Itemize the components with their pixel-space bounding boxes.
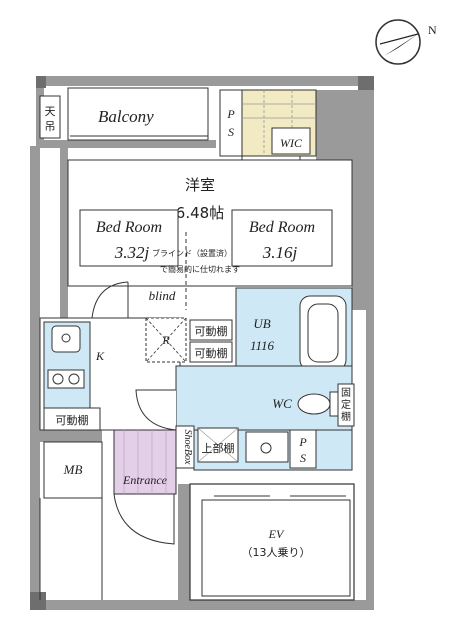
blind-label: blind [149,288,176,303]
wc-label: WC [272,396,292,411]
wc: WC [135,365,353,431]
svg-text:定: 定 [341,398,351,411]
entrance-door-swing [113,493,175,545]
bedroom-door-swing [91,281,129,319]
meter-box: MB [43,441,103,499]
ub-label: UB [253,316,270,331]
ev-label: EV [268,527,285,541]
r-mark: R [145,317,187,363]
ceiling-storage: 天 吊 [39,95,61,139]
movable-shelf-3: 可動棚 [43,407,101,431]
bed-room-2: Bed Room 3.16j [231,209,333,267]
ev-capacity: （13人乗り） [242,546,311,559]
outer-walls-thick [30,76,374,610]
compass: N [375,19,437,65]
entrance: Entrance [113,429,177,545]
bathtub-icon [299,295,347,371]
bed-room-1-size: 3.32j [114,243,150,262]
balcony: Balcony [67,87,209,141]
elevator: EV （13人乗り） [189,483,355,601]
ceiling-storage-label-1: 天 [45,105,56,118]
shoe-box-label: ShoeBox [182,430,193,466]
ceiling-storage-label-2: 吊 [45,120,56,133]
wic: WIC [241,89,317,157]
western-room-name: 洋室 [185,176,215,194]
mb-label: MB [63,462,83,477]
svg-text:可動棚: 可動棚 [56,413,89,427]
compass-needle-icon [384,34,418,56]
bed-room-1-name: Bed Room [96,219,162,236]
ps-bottom: P S [289,429,317,469]
svg-text:棚: 棚 [341,410,351,423]
western-room-size: 6.48帖 [176,204,224,222]
svg-text:可動棚: 可動棚 [195,324,228,338]
toilet-icon [297,393,331,415]
svg-text:P: P [298,435,307,449]
wic-label: WIC [280,136,303,150]
outer-walls [30,76,374,610]
blind-note-2: で簡易的に仕切れます [160,264,240,274]
movable-shelf-2: 可動棚 [189,341,233,363]
svg-text:S: S [228,125,234,139]
compass-ring [375,19,421,65]
compass-axis [379,33,419,45]
svg-text:可動棚: 可動棚 [195,346,228,360]
movable-shelf-1: 可動棚 [189,319,233,341]
ps-top: P S [219,89,243,157]
balcony-label: Balcony [98,107,154,126]
compass-north-label: N [428,23,437,37]
svg-text:S: S [300,451,306,465]
shoe-box: ShoeBox [175,425,195,469]
entrance-label: Entrance [122,473,168,487]
wc-door-swing [135,389,177,431]
ub-size: 1116 [250,338,275,353]
svg-text:P: P [226,107,235,121]
svg-text:固: 固 [341,387,351,399]
washroom: 上部棚 [193,427,353,471]
upper-shelf-label: 上部棚 [202,441,235,455]
kitchen-label: K [95,349,105,363]
bed-room-2-size: 3.16j [262,243,298,262]
bed-room-1: Bed Room 3.32j [79,209,179,267]
kitchen-sink-icon [51,325,81,353]
fixed-shelf: 固 定 棚 [337,383,355,427]
wash-basin-icon [245,431,289,463]
blind-note-1: ブラインド（設置済） [152,248,232,258]
bed-room-2-name: Bed Room [249,219,315,236]
r-mark-label: R [161,333,170,347]
